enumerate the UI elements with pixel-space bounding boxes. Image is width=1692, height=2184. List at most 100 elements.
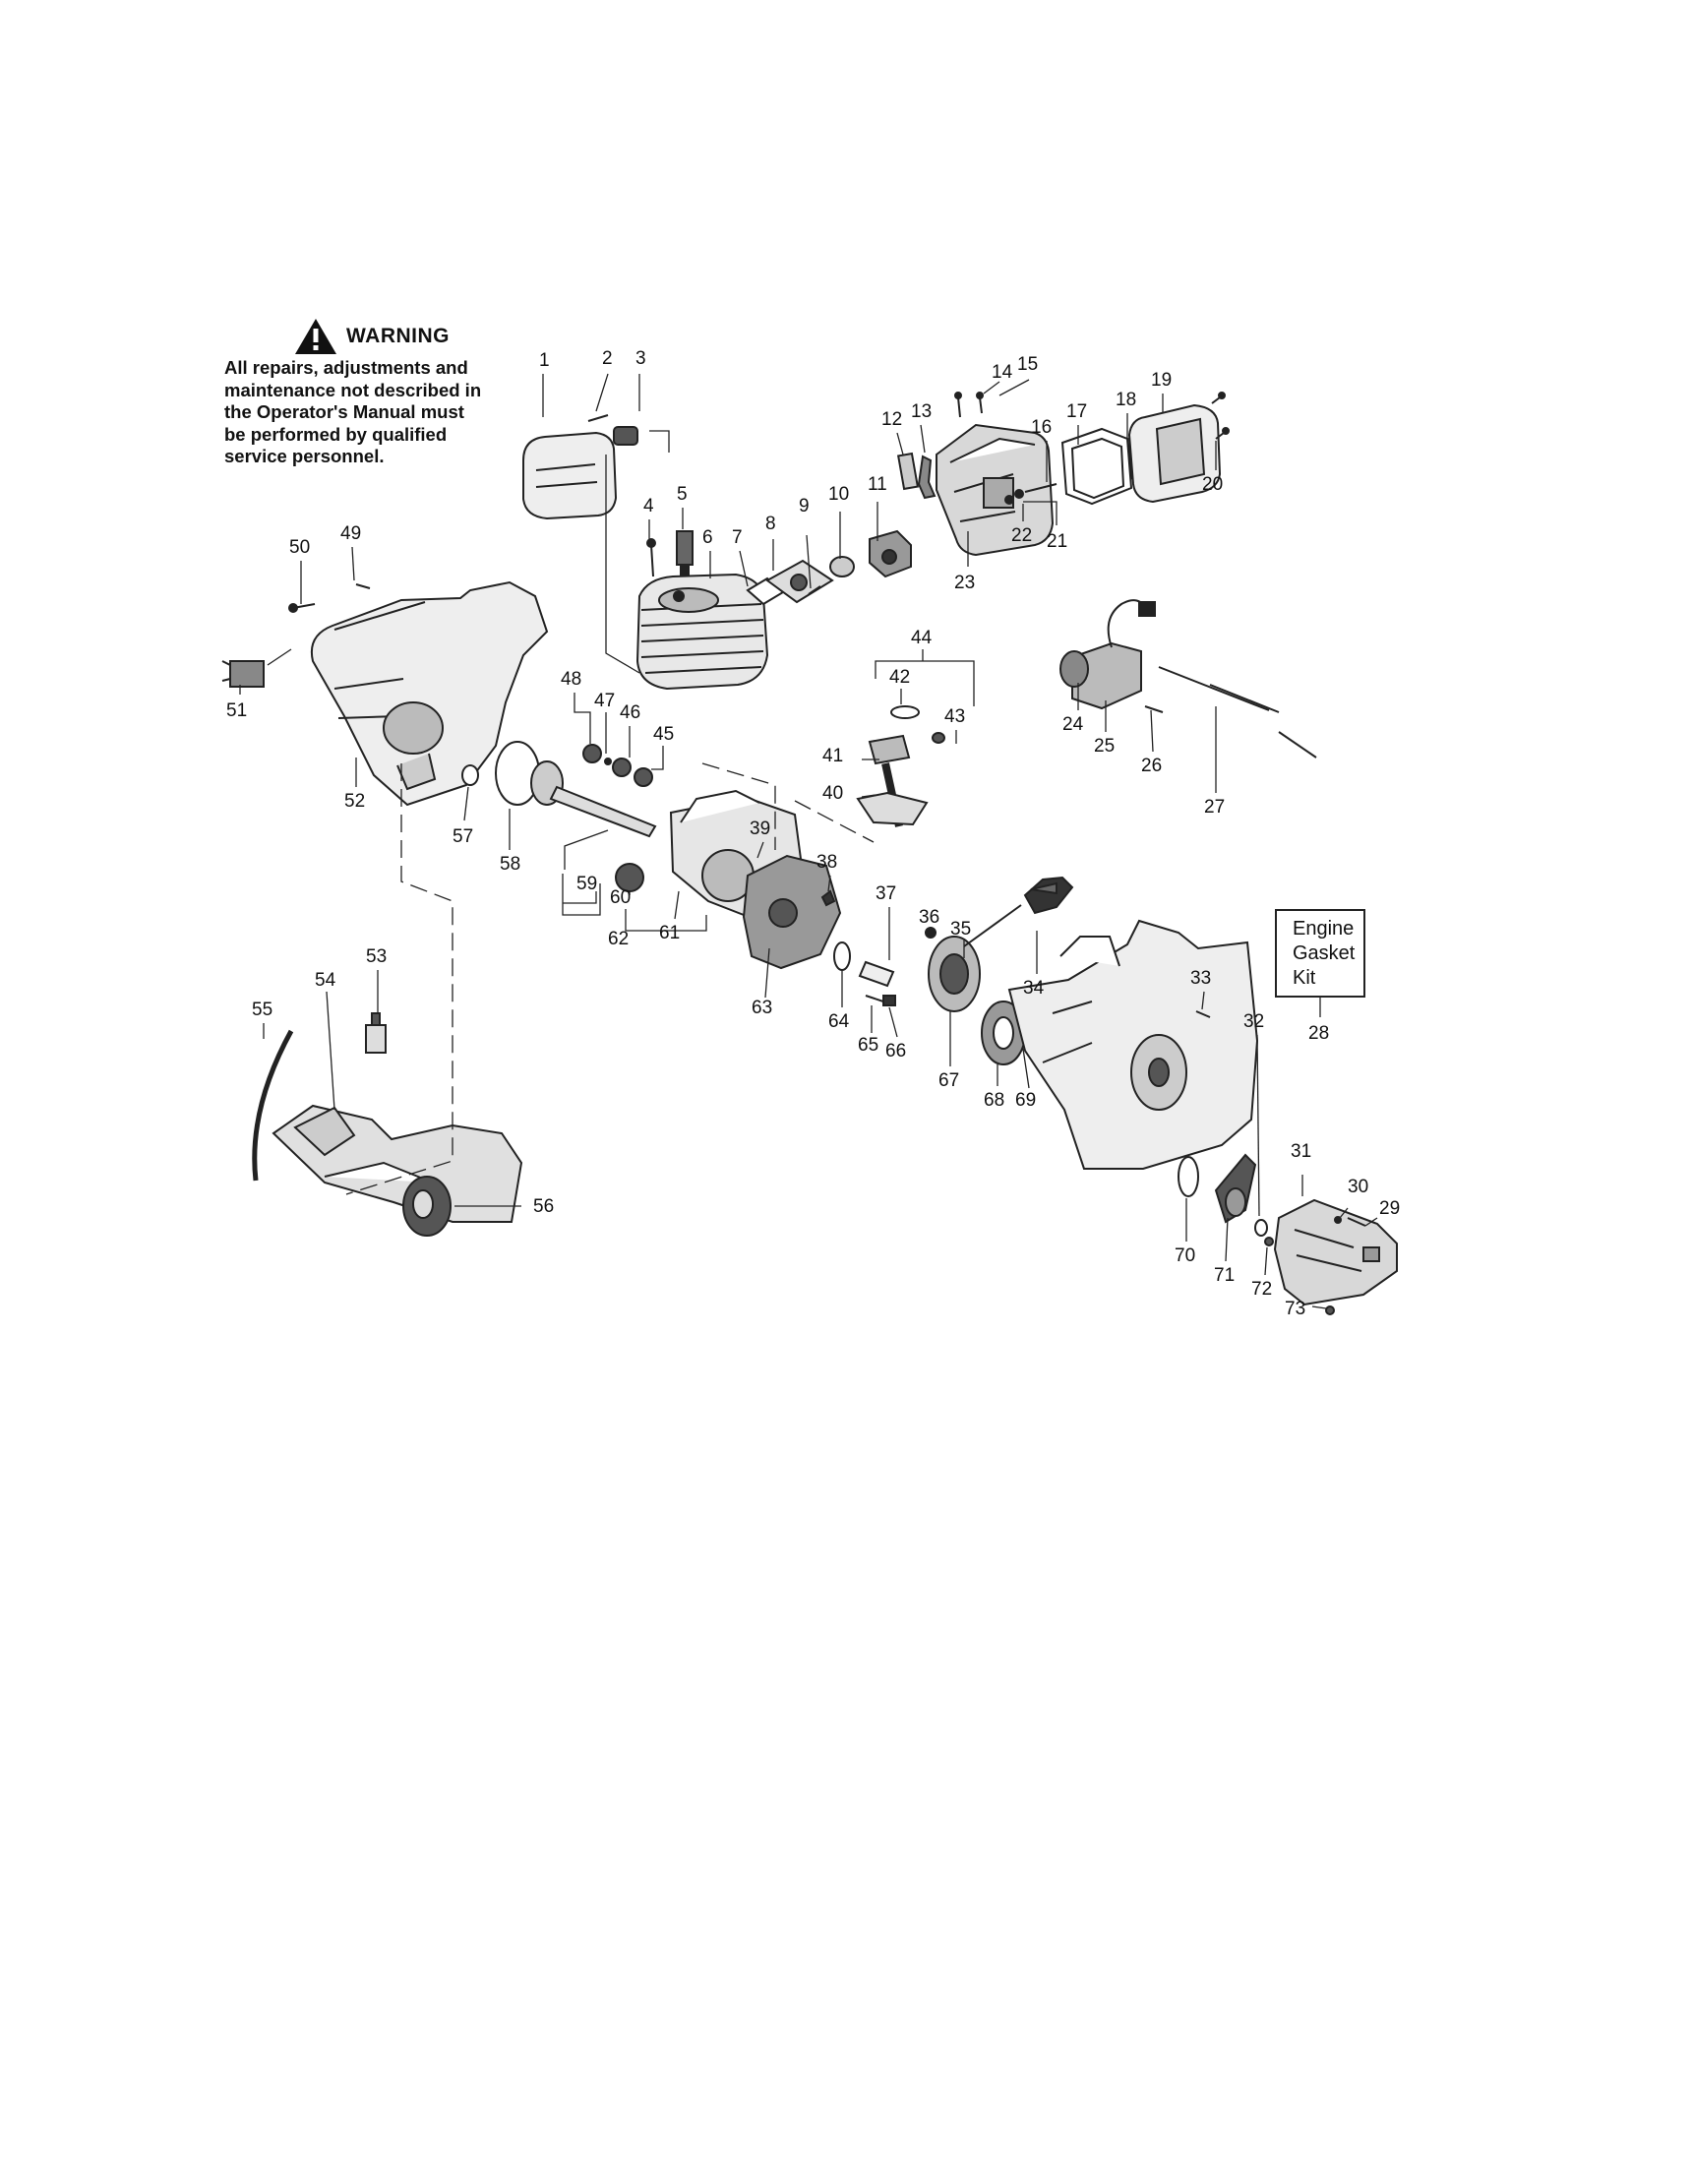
part-screw-33 [1195,1010,1211,1018]
part-fuel-tank [272,1104,523,1223]
callout-24: 24 [1062,714,1084,735]
part-clip-38 [820,889,836,907]
part-clutch [1214,1153,1257,1224]
part-engine-housing [1007,919,1259,1170]
part-washer-64 [833,941,851,971]
callout-60: 60 [610,887,631,908]
part-carb-gasket [829,556,855,577]
engine-parts [221,392,1398,1315]
callout-59: 59 [576,874,597,894]
callout-43: 43 [944,706,965,727]
callout-42: 42 [889,667,910,688]
callout-4: 4 [643,496,654,516]
part-screws-14-15 [954,392,984,418]
kit-line-3: Kit [1293,967,1316,989]
callout-5: 5 [677,484,688,505]
callout-9: 9 [799,496,810,516]
part-bearing-48 [582,744,602,763]
part-spark-plug-boot [522,431,618,520]
callout-47: 47 [594,691,615,711]
callout-13: 13 [911,401,932,422]
callout-62: 62 [608,929,629,949]
part-screw-9 [808,585,821,595]
callout-44: 44 [911,628,933,648]
part-choke-plate [896,452,920,491]
callout-26: 26 [1141,756,1162,776]
callout-68: 68 [984,1090,1004,1111]
callout-54: 54 [315,970,336,991]
callout-6: 6 [702,527,713,548]
callout-64: 64 [828,1011,850,1032]
part-engine-shroud [311,580,549,807]
callout-67: 67 [938,1070,959,1091]
part-choke-lever [917,455,937,500]
callout-labels: 1 2 3 4 5 6 7 8 9 10 11 12 13 14 15 16 1… [226,348,1400,1319]
callout-10: 10 [828,484,849,505]
callout-11: 11 [868,474,887,495]
warning-notice: WARNING All repairs, adjustments and mai… [224,317,519,468]
callout-46: 46 [620,702,640,723]
callout-16: 16 [1031,417,1052,438]
part-pin-37 [858,960,895,988]
callout-57: 57 [453,826,473,847]
warning-triangle-icon [295,319,336,354]
callout-63: 63 [752,998,772,1018]
warning-line-4: be performed by qualified [224,423,448,445]
callout-49: 49 [340,523,361,544]
part-carburetor [869,529,912,578]
callout-32: 32 [1243,1011,1264,1032]
part-nut-72 [1264,1237,1274,1246]
warning-line-1: All repairs, adjustments and [224,357,468,378]
callout-40: 40 [822,783,843,804]
callout-72: 72 [1251,1279,1272,1300]
part-module-screw [1144,705,1164,713]
callout-69: 69 [1015,1090,1036,1111]
part-seal-45 [634,767,653,787]
part-pin-and-spring [587,414,638,446]
part-cover-screws [1211,392,1230,440]
callout-56: 56 [533,1196,554,1217]
callout-31: 31 [1291,1141,1311,1162]
warning-line-3: the Operator's Manual must [224,401,464,422]
callout-50: 50 [289,537,310,558]
callout-39: 39 [750,819,770,839]
part-fuel-line [252,1029,294,1182]
callout-18: 18 [1116,390,1136,410]
part-bolt-and-spark-plug [646,530,694,579]
callout-71: 71 [1214,1265,1235,1286]
callout-22: 22 [1011,525,1032,546]
callout-58: 58 [500,854,520,875]
callout-1: 1 [539,350,550,371]
callout-70: 70 [1175,1245,1195,1266]
part-nut-73 [1325,1305,1335,1315]
engine-gasket-kit-box: Engine Gasket Kit [1275,909,1365,998]
warning-title: WARNING [346,324,450,347]
callout-7: 7 [732,527,743,548]
part-bearing-46 [612,758,632,777]
callout-73: 73 [1285,1299,1305,1319]
part-cylinder [635,573,769,691]
callout-52: 52 [344,791,365,812]
part-washer-57 [461,764,479,786]
part-fuel-cap [402,1176,452,1237]
callout-38: 38 [816,852,837,873]
callout-35: 35 [950,919,971,940]
part-wire-harness [1158,666,1317,758]
callout-66: 66 [885,1041,906,1062]
warning-line-2: maintenance not described in [224,379,482,400]
part-screw-49 [355,583,371,589]
part-screw-29 [1347,1217,1366,1227]
callout-33: 33 [1190,968,1211,989]
part-filter-cover [1127,403,1222,504]
callout-21: 21 [1047,531,1067,552]
callout-36: 36 [919,907,939,928]
callout-45: 45 [653,724,674,745]
part-pawl-66 [882,995,896,1006]
callout-14: 14 [992,362,1013,383]
part-filter-frame [1060,427,1133,506]
part-flywheel-plate [742,854,842,970]
callout-15: 15 [1017,354,1038,375]
callout-19: 19 [1151,370,1172,391]
part-washer-32 [1254,1219,1268,1237]
